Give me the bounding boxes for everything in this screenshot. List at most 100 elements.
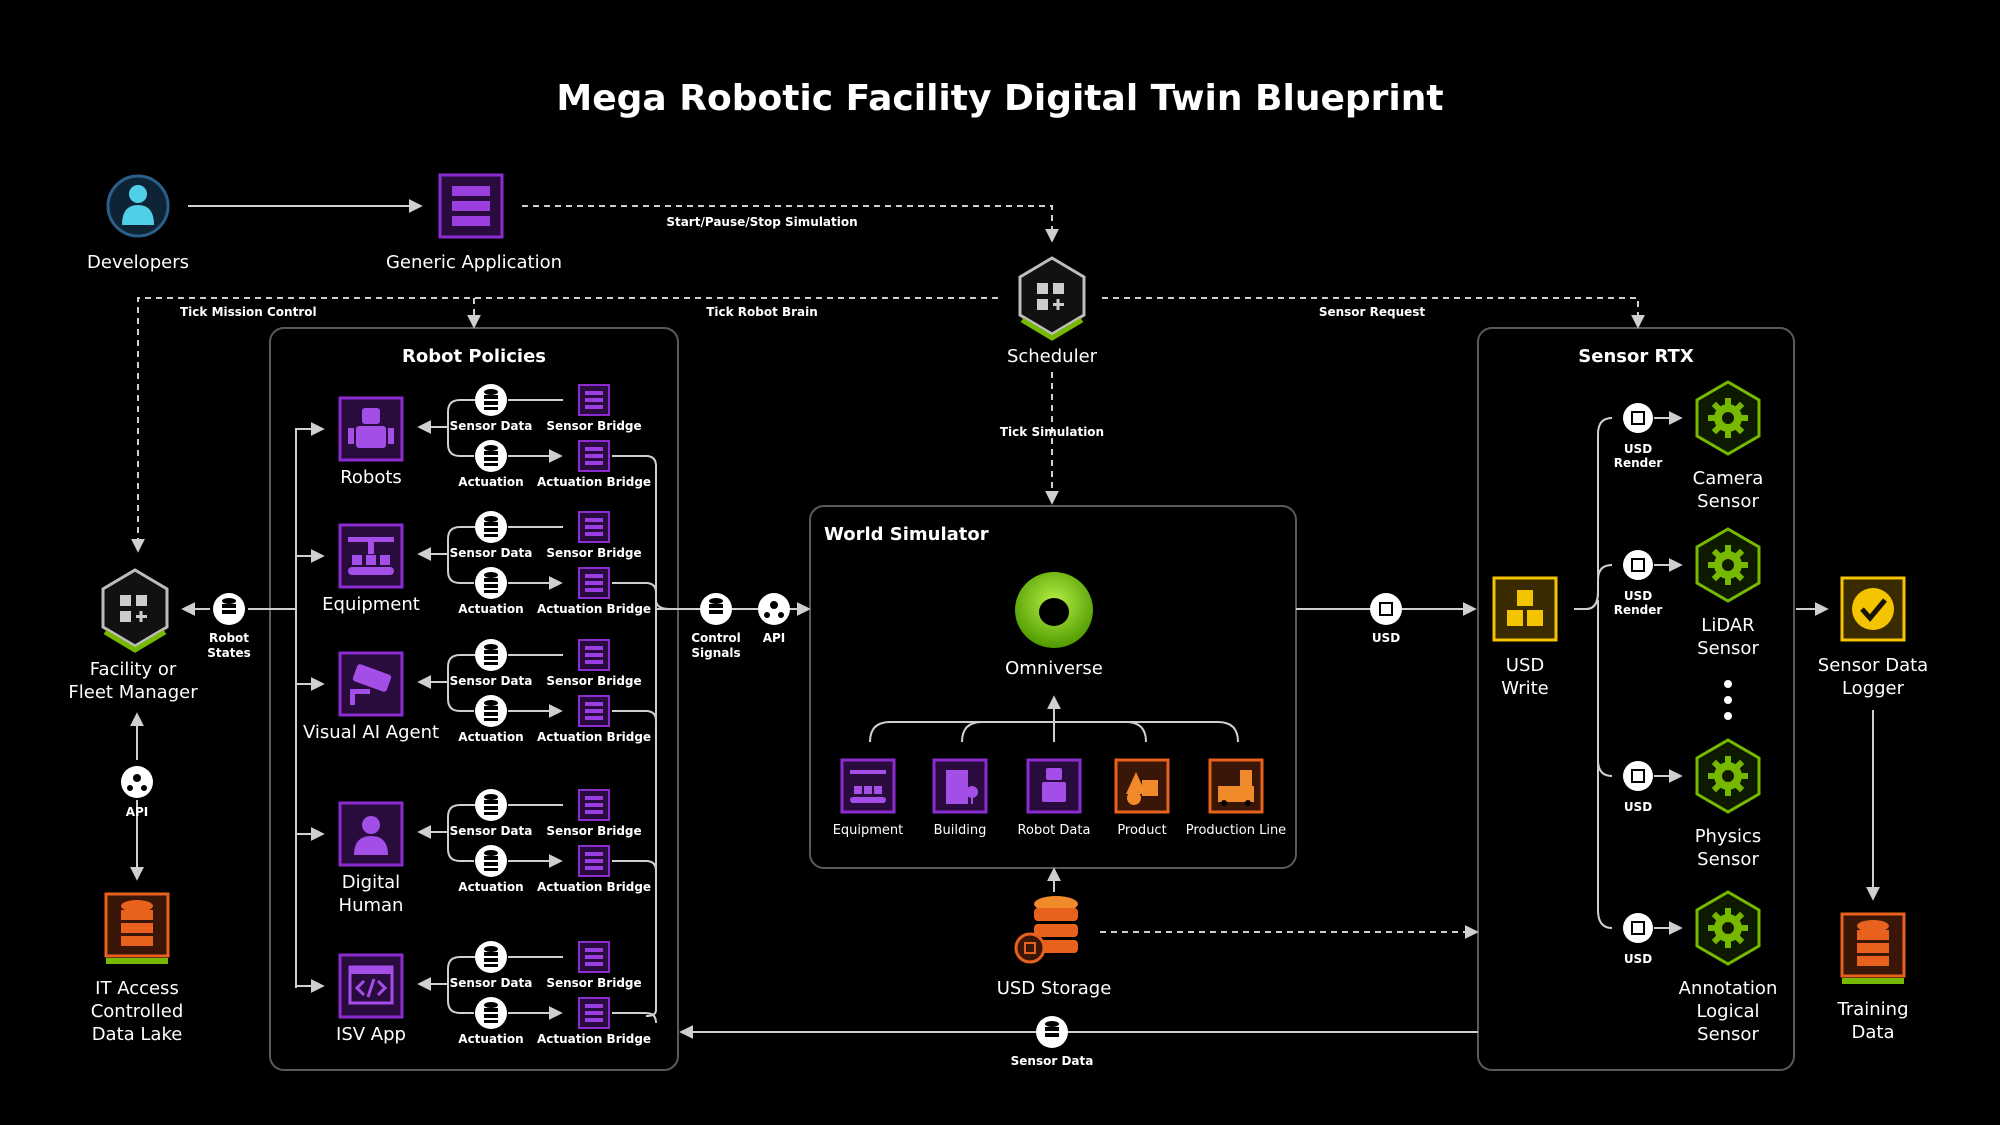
assets-bus-4 (1125, 721, 1147, 743)
sensor-connector-label: USD (1624, 952, 1652, 966)
database-icon (484, 445, 498, 466)
sensor-label-2: Logical (1696, 1001, 1759, 1022)
facility-manager-node: Facility or Fleet Manager (68, 568, 198, 703)
database-icon (484, 794, 498, 815)
bridge-icon (578, 639, 610, 671)
connector-circle (475, 845, 507, 877)
usd-write-bus-2 (1585, 564, 1613, 610)
sensor-label-2: Sensor (1697, 849, 1759, 870)
sensor-label-1: Camera (1693, 468, 1764, 489)
usd-connector: USD (1370, 593, 1402, 645)
sim-asset: Building (932, 758, 988, 838)
sensor-bridge-label: Sensor Bridge (546, 824, 641, 838)
sensor-data-label: Sensor Data (450, 419, 533, 433)
assets-bus-2 (961, 721, 983, 743)
database-icon (222, 598, 236, 614)
sensor-label-1: Physics (1695, 826, 1762, 847)
logger-label-2: Logger (1842, 678, 1905, 699)
sensor-bridge-label: Sensor Bridge (546, 419, 641, 433)
tick-simulation-label: Tick Simulation (1000, 425, 1104, 439)
connector-circle (475, 440, 507, 472)
usd-connector-circle (1623, 550, 1653, 580)
usd-storage-node: USD Storage (997, 896, 1111, 999)
sensor-connector-label: USD (1624, 589, 1652, 603)
robot-icon (338, 396, 404, 462)
api-connector: API (758, 593, 790, 645)
sensor-list: USDRenderCameraSensorUSDRenderLiDARSenso… (1614, 380, 1777, 1045)
data-lake-node: IT Access Controlled Data Lake (91, 892, 183, 1045)
training-data-node: Training Data (1836, 912, 1909, 1043)
sim-asset-label: Robot Data (1018, 823, 1091, 838)
cube-icon (1631, 558, 1645, 572)
code-icon (338, 953, 404, 1019)
connector-circle (475, 639, 507, 671)
sensor-bridge-label: Sensor Bridge (546, 976, 641, 990)
control-signals-label-2: Signals (691, 646, 740, 660)
bridge-icon (578, 440, 610, 472)
actuation-bridge-label: Actuation Bridge (537, 602, 651, 616)
world-simulator-panel (809, 505, 1297, 869)
more-sensors-dots (1724, 680, 1732, 720)
cube-icon (1631, 411, 1645, 425)
actuation-bridge-label: Actuation Bridge (537, 1032, 651, 1046)
omniverse-label: Omniverse (1005, 658, 1103, 679)
usd-write-bus-bottom (1597, 600, 1613, 929)
facility-manager-label-2: Fleet Manager (68, 682, 198, 703)
sim-asset-label: Building (934, 823, 987, 838)
sensor-bridge-label: Sensor Bridge (546, 546, 641, 560)
sim-asset: Production Line (1186, 758, 1286, 838)
scheduler-label: Scheduler (1007, 346, 1098, 367)
usd-connector-circle (1623, 913, 1653, 943)
bridge-icon (578, 845, 610, 877)
sensor-label-2: Sensor (1697, 638, 1759, 659)
connector-circle (475, 997, 507, 1029)
generic-application-label: Generic Application (386, 252, 562, 273)
actuation-label: Actuation (458, 602, 523, 616)
sensor-connector-label-2: Render (1614, 603, 1663, 617)
sim-asset-label: Production Line (1186, 823, 1286, 838)
usd-write-label-2: Write (1501, 678, 1549, 699)
robot-icon (1042, 768, 1066, 802)
connector-circle (475, 941, 507, 973)
agent-label: Robots (340, 467, 402, 488)
bridge-icon (578, 789, 610, 821)
gear-icon (1695, 527, 1761, 603)
database-icon (1045, 1021, 1059, 1037)
sensor-data-logger-node: Sensor Data Logger (1818, 576, 1928, 699)
usd-connector-circle (1623, 403, 1653, 433)
sensor-data-label: Sensor Data (450, 546, 533, 560)
sensor-request-label: Sensor Request (1319, 305, 1426, 319)
omniverse-node: Omniverse (1005, 572, 1103, 679)
training-data-label-1: Training (1836, 999, 1908, 1020)
sensor-connector-label: USD (1624, 442, 1652, 456)
sim-asset: Equipment (833, 758, 903, 838)
developers-label: Developers (87, 252, 189, 273)
agent-label-2: Human (339, 895, 404, 916)
actuation-label: Actuation (458, 880, 523, 894)
scheduler-node: Scheduler (1007, 256, 1098, 367)
conveyor-icon (338, 523, 404, 589)
database-icon (484, 572, 498, 593)
check-icon (1852, 588, 1894, 630)
sim-asset: Robot Data (1018, 758, 1091, 838)
tick-robot-brain-label: Tick Robot Brain (706, 305, 818, 319)
sensor-label-2: Sensor (1697, 491, 1759, 512)
person-icon (338, 801, 404, 867)
database-icon (484, 1002, 498, 1023)
agent-label: Equipment (322, 594, 420, 615)
training-data-label-2: Data (1852, 1022, 1895, 1043)
sensor-data-label: Sensor Data (450, 976, 533, 990)
network-icon (127, 774, 147, 791)
actuation-bridge-label: Actuation Bridge (537, 880, 651, 894)
tick-mission-control-label: Tick Mission Control (180, 305, 317, 319)
api-left-connector: API (121, 766, 153, 819)
sensor-label-1: LiDAR (1701, 615, 1754, 636)
logger-label-1: Sensor Data (1818, 655, 1928, 676)
collector-bus (645, 464, 657, 1017)
developers-node: Developers (87, 174, 189, 273)
